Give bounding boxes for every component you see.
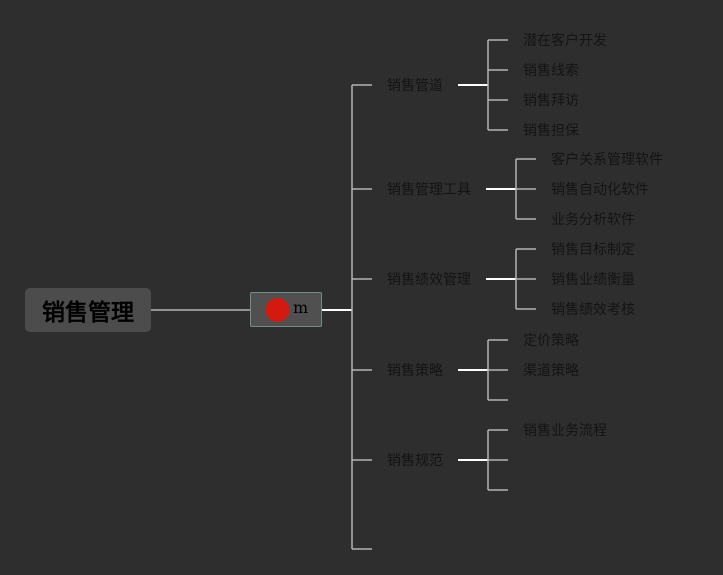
leaf-topic[interactable]: 销售业务流程	[523, 423, 607, 439]
leaf-topic[interactable]: 潜在客户开发	[523, 33, 607, 49]
branch-topic-sales-pipeline[interactable]: 销售管道	[387, 78, 443, 94]
root-topic[interactable]: 销售管理	[25, 288, 151, 332]
branch-topic-strategy[interactable]: 销售策略	[387, 363, 443, 379]
red-circle-icon	[266, 298, 290, 322]
leaf-topic[interactable]: 销售自动化软件	[551, 182, 649, 198]
leaf-topic[interactable]: 销售目标制定	[551, 242, 635, 258]
branch-topic-performance[interactable]: 销售绩效管理	[387, 272, 471, 288]
leaf-topic[interactable]: 业务分析软件	[551, 212, 635, 228]
branch-topic-standards[interactable]: 销售规范	[387, 453, 443, 469]
leaf-topic[interactable]: 销售线索	[523, 63, 579, 79]
hub-topic[interactable]: m	[250, 292, 322, 327]
hub-topic-label: m	[293, 298, 309, 317]
leaf-topic[interactable]: 销售业绩衡量	[551, 272, 635, 288]
leaf-topic[interactable]: 定价策略	[523, 333, 579, 349]
leaf-topic[interactable]: 销售担保	[523, 123, 579, 139]
leaf-topic[interactable]: 渠道策略	[523, 363, 579, 379]
branch-topic-sales-tools[interactable]: 销售管理工具	[387, 182, 471, 198]
leaf-topic[interactable]: 销售绩效考核	[551, 302, 635, 318]
root-topic-label: 销售管理	[42, 300, 134, 326]
leaf-topic[interactable]: 销售拜访	[523, 93, 579, 109]
leaf-topic[interactable]: 客户关系管理软件	[551, 152, 663, 168]
